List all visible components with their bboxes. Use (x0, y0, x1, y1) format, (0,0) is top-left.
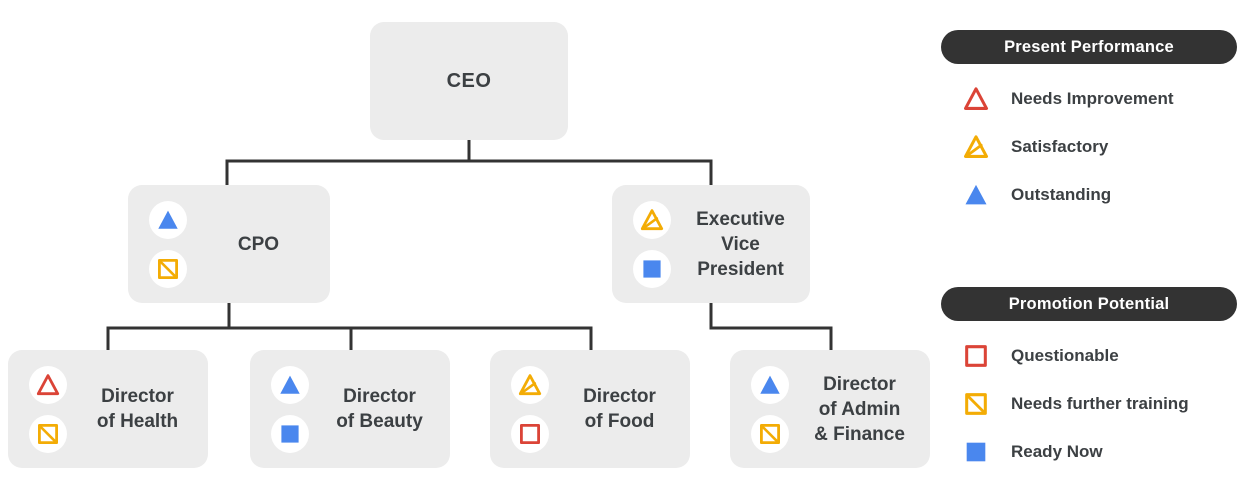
node-title-line: Director (343, 386, 416, 407)
node-title-line: Vice (721, 233, 760, 255)
node-title: Director of Admin & Finance (789, 372, 930, 447)
node-title-line: President (697, 258, 784, 280)
node-title-line: of Admin (818, 398, 901, 420)
node-rating-icons (29, 365, 67, 453)
legend-item-questionable: Questionable (963, 343, 1237, 369)
node-title-line: of Food (584, 411, 655, 432)
potential-rating-chip (271, 414, 309, 453)
org-node-director-of-beauty: Director of Beauty (250, 350, 450, 468)
potential-rating-chip (511, 414, 549, 453)
potential-icon (278, 422, 302, 446)
legend-item-label: Needs further training (1011, 394, 1189, 413)
org-node-cpo: CPO (128, 185, 330, 303)
performance-icon (640, 208, 664, 232)
potential-rating-chip (751, 414, 789, 453)
node-title-line: CEO (446, 69, 492, 92)
potential-icon (518, 422, 542, 446)
legend-item-label: Satisfactory (1011, 137, 1109, 156)
node-title-line: of Health (96, 411, 179, 432)
node-rating-icons (751, 365, 789, 453)
legend-promotion-potential: Promotion Potential Questionable Needs f… (941, 287, 1237, 465)
node-title-line: Director (101, 386, 174, 407)
legend-title: Present Performance (1004, 37, 1174, 56)
legend-present-performance: Present Performance Needs Improvement Sa… (941, 30, 1237, 208)
node-title: CEO (370, 69, 568, 94)
potential-icon (640, 257, 664, 281)
potential-rating-chip (633, 249, 671, 288)
needs-improvement-icon (963, 86, 989, 112)
performance-icon (278, 373, 302, 397)
org-node-director-of-food: Director of Food (490, 350, 690, 468)
node-rating-icons (271, 365, 309, 453)
potential-rating-chip (29, 414, 67, 453)
legend-title: Promotion Potential (1008, 294, 1170, 313)
org-node-director-of-admin-finance: Director of Admin & Finance (730, 350, 930, 468)
node-title: Executive Vice President (671, 207, 810, 282)
node-title-line: CPO (237, 233, 280, 255)
node-title: Director of Food (549, 384, 690, 434)
performance-icon (518, 373, 542, 397)
potential-icon (36, 422, 60, 446)
needs-further-training-icon (963, 391, 989, 417)
node-title: Director of Health (67, 384, 208, 434)
legend-item-outstanding: Outstanding (963, 182, 1237, 208)
performance-icon (36, 373, 60, 397)
org-node-director-of-health: Director of Health (8, 350, 208, 468)
performance-rating-chip (751, 365, 789, 404)
org-node-executive-vice-president: Executive Vice President (612, 185, 810, 303)
outstanding-icon (963, 182, 989, 208)
performance-rating-chip (633, 200, 671, 239)
legend-item-label: Outstanding (1011, 185, 1112, 204)
questionable-icon (963, 343, 989, 369)
satisfactory-icon (963, 134, 989, 160)
legend-item-label: Needs Improvement (1011, 89, 1174, 108)
node-title: CPO (187, 232, 330, 257)
legend-item-needs-improvement: Needs Improvement (963, 86, 1237, 112)
node-title-line: Executive (696, 208, 785, 230)
legend-title-badge: Present Performance (941, 30, 1237, 64)
org-node-ceo: CEO (370, 22, 568, 140)
legend-item-label: Ready Now (1011, 442, 1103, 461)
legend-title-badge: Promotion Potential (941, 287, 1237, 321)
node-title-line: of Beauty (336, 411, 423, 432)
node-title-line: & Finance (814, 423, 905, 445)
node-title-line: Director (583, 386, 656, 407)
performance-rating-chip (149, 200, 187, 239)
legend-item-label: Questionable (1011, 346, 1119, 365)
node-rating-icons (149, 200, 187, 288)
legend-item-ready-now: Ready Now (963, 439, 1237, 465)
node-rating-icons (633, 200, 671, 288)
legend-item-needs-further-training: Needs further training (963, 391, 1237, 417)
potential-icon (758, 422, 782, 446)
performance-rating-chip (29, 365, 67, 404)
performance-icon (758, 373, 782, 397)
node-title: Director of Beauty (309, 384, 450, 434)
legend-item-satisfactory: Satisfactory (963, 134, 1237, 160)
node-title-line: Director (823, 373, 896, 395)
potential-rating-chip (149, 249, 187, 288)
performance-rating-chip (271, 365, 309, 404)
node-rating-icons (511, 365, 549, 453)
potential-icon (156, 257, 180, 281)
performance-rating-chip (511, 365, 549, 404)
ready-now-icon (963, 439, 989, 465)
performance-icon (156, 208, 180, 232)
